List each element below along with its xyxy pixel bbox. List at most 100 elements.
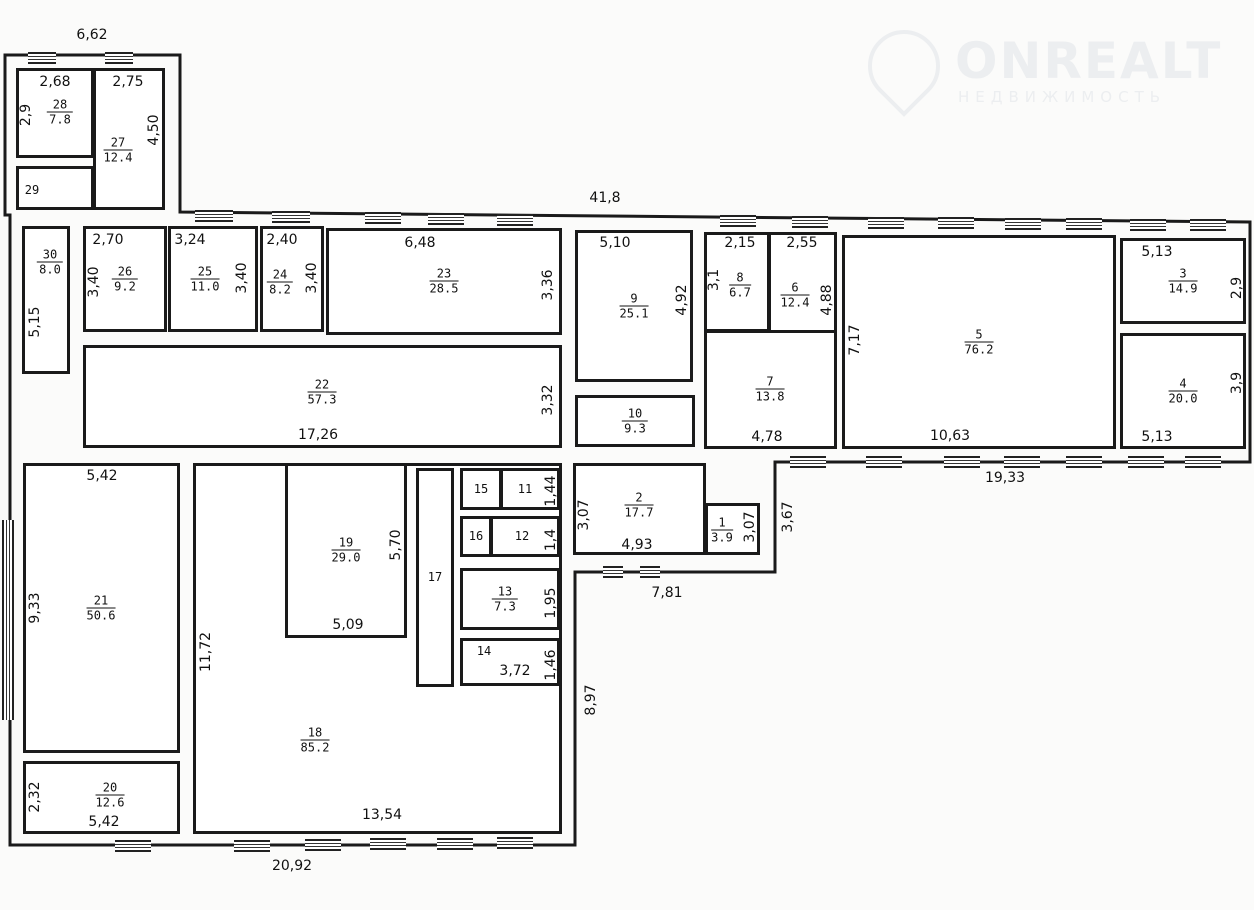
dim-r7-width: 4,78 xyxy=(751,429,783,445)
room-27[interactable] xyxy=(93,68,165,210)
dim-r24-width: 2,40 xyxy=(266,232,298,248)
window xyxy=(1130,219,1166,231)
dim-r22-width: 17,26 xyxy=(297,427,339,443)
window xyxy=(1185,456,1221,468)
window xyxy=(428,213,464,225)
window xyxy=(944,456,980,468)
dim-right-bottom: 19,33 xyxy=(984,470,1026,486)
dim-r27-height: 4,50 xyxy=(146,114,162,146)
dim-r6-height: 4,88 xyxy=(819,284,835,316)
room-25[interactable] xyxy=(168,226,258,332)
window xyxy=(868,217,904,229)
dim-r23-width: 6,48 xyxy=(404,235,436,251)
dim-r21-height: 9,33 xyxy=(27,592,43,624)
dim-r25-width: 3,24 xyxy=(174,232,206,248)
room-30[interactable] xyxy=(22,226,70,374)
window xyxy=(1066,218,1102,230)
dim-r9-height: 4,92 xyxy=(674,284,690,316)
dim-r4-height: 3,9 xyxy=(1229,371,1245,395)
dim-total-top: 41,8 xyxy=(589,190,621,206)
window xyxy=(1004,456,1040,468)
window xyxy=(115,840,151,852)
window xyxy=(1005,218,1041,230)
dim-r21-width: 5,42 xyxy=(86,468,118,484)
dim-r3-width: 5,13 xyxy=(1141,244,1173,260)
window xyxy=(234,840,270,852)
room-2[interactable] xyxy=(573,463,706,555)
room-28[interactable] xyxy=(16,68,94,158)
room-29[interactable] xyxy=(16,166,94,210)
window xyxy=(28,52,56,64)
dim-r5-width: 10,63 xyxy=(929,428,971,444)
room-19[interactable] xyxy=(285,463,407,638)
window xyxy=(790,456,826,468)
dim-r19-height: 5,70 xyxy=(388,529,404,561)
dim-r20-width: 5,42 xyxy=(88,814,120,830)
dim-r13-height: 1,95 xyxy=(543,587,559,619)
room-15-label: 15 xyxy=(473,482,489,496)
room-29-label: 29 xyxy=(24,183,40,197)
watermark-brand: ONREALT xyxy=(955,32,1223,90)
window xyxy=(497,837,533,849)
dim-r5-height: 7,17 xyxy=(847,324,863,356)
window xyxy=(720,215,756,227)
window xyxy=(105,52,133,64)
room-12[interactable] xyxy=(490,516,560,557)
dim-r4-width: 5,13 xyxy=(1141,429,1173,445)
dim-r28-height: 2,9 xyxy=(18,103,34,127)
dim-r26-width: 2,70 xyxy=(92,232,124,248)
room-22[interactable] xyxy=(83,345,562,448)
room-11[interactable] xyxy=(500,468,560,510)
room-16[interactable] xyxy=(460,516,492,557)
dim-r2-width: 4,93 xyxy=(621,537,653,553)
dim-r18-width: 13,54 xyxy=(361,807,403,823)
room-20[interactable] xyxy=(23,761,180,834)
room-14[interactable] xyxy=(460,638,560,686)
window xyxy=(1066,456,1102,468)
room-21[interactable] xyxy=(23,463,180,753)
room-24[interactable] xyxy=(260,226,324,332)
window xyxy=(437,838,473,850)
dim-r12-height: 1,4 xyxy=(543,528,559,552)
window xyxy=(866,456,902,468)
dim-r3-height: 2,9 xyxy=(1229,276,1245,300)
dim-r27-width: 2,75 xyxy=(112,74,144,90)
window xyxy=(938,217,974,229)
room-14-label: 14 xyxy=(476,644,492,658)
window xyxy=(1128,456,1164,468)
dim-r20-height: 2,32 xyxy=(27,781,43,813)
window xyxy=(497,214,533,226)
dim-r23-height: 3,36 xyxy=(540,269,556,301)
room-17[interactable] xyxy=(416,468,454,687)
room-16-label: 16 xyxy=(468,529,484,543)
window xyxy=(305,839,341,851)
dim-right-height: 8,97 xyxy=(583,684,599,716)
dim-r9-width: 5,10 xyxy=(599,235,631,251)
dim-r14-width: 3,72 xyxy=(499,663,531,679)
window xyxy=(272,211,310,223)
room-1[interactable] xyxy=(705,503,760,555)
dim-r18-height: 11,72 xyxy=(198,631,214,673)
room-7[interactable] xyxy=(704,330,837,449)
room-23[interactable] xyxy=(326,228,562,335)
window xyxy=(1190,219,1226,231)
watermark-subtitle: НЕДВИЖИМОСТЬ xyxy=(958,88,1167,106)
dim-r24-height: 3,40 xyxy=(304,262,320,294)
dim-r14-height: 1,46 xyxy=(543,649,559,681)
dim-r6-width: 2,55 xyxy=(786,235,818,251)
dim-bottom-total: 20,92 xyxy=(271,858,313,874)
dim-r26-height: 3,40 xyxy=(86,266,102,298)
